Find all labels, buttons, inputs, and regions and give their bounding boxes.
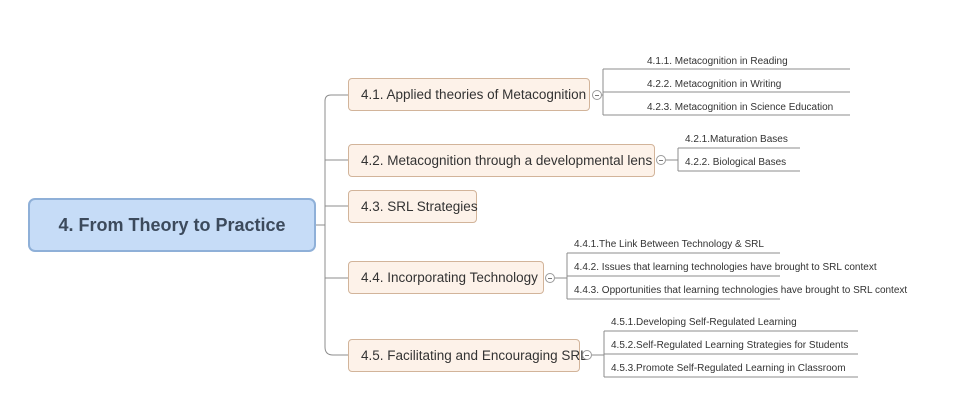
topic-4-5[interactable]: 4.5. Facilitating and Encouraging SRL [348,339,588,372]
subtopic-4-4-2[interactable]: 4.4.2. Issues that learning technologies… [574,262,877,273]
topic-4-5-label: 4.5. Facilitating and Encouraging SRL [361,348,588,363]
subtopic-4-1-3[interactable]: 4.2.3. Metacognition in Science Educatio… [647,102,834,113]
topic-4-2-label: 4.2. Metacognition through a development… [361,153,653,168]
subtopic-4-5-1[interactable]: 4.5.1.Developing Self-Regulated Learning [611,317,797,328]
subtopic-4-2-2[interactable]: 4.2.2. Biological Bases [685,157,787,168]
connector-topic-1 [324,94,348,102]
topic-4-3-label: 4.3. SRL Strategies [361,199,478,214]
topic-4-3[interactable]: 4.3. SRL Strategies [348,190,478,223]
topic-4-1-label: 4.1. Applied theories of Metacognition [361,87,587,102]
connector-topic-5 [324,346,348,356]
topic-4-4[interactable]: 4.4. Incorporating Technology [348,261,544,294]
subtopic-4-5-3[interactable]: 4.5.3.Promote Self-Regulated Learning in… [611,363,846,374]
subtopic-4-1-1[interactable]: 4.1.1. Metacognition in Reading [647,56,788,67]
topic-4-4-label: 4.4. Incorporating Technology [361,270,538,285]
topic-4-1[interactable]: 4.1. Applied theories of Metacognition [348,78,590,111]
collapse-toggle-4-2[interactable] [656,155,666,165]
central-topic[interactable]: 4. From Theory to Practice [28,198,316,252]
collapse-toggle-4-5[interactable] [582,350,592,360]
central-topic-label: 4. From Theory to Practice [58,214,286,235]
collapse-toggle-4-1[interactable] [592,90,602,100]
subtopic-4-4-1[interactable]: 4.4.1.The Link Between Technology & SRL [574,239,764,250]
subtopic-4-1-2[interactable]: 4.2.2. Metacognition in Writing [647,79,782,90]
subtopic-4-5-2[interactable]: 4.5.2.Self-Regulated Learning Strategies… [611,340,849,351]
collapse-toggle-4-4[interactable] [545,273,555,283]
subtopic-4-4-3[interactable]: 4.4.3. Opportunities that learning techn… [574,285,908,296]
topic-4-2[interactable]: 4.2. Metacognition through a development… [348,144,655,177]
subtopic-4-2-1[interactable]: 4.2.1.Maturation Bases [685,134,788,145]
